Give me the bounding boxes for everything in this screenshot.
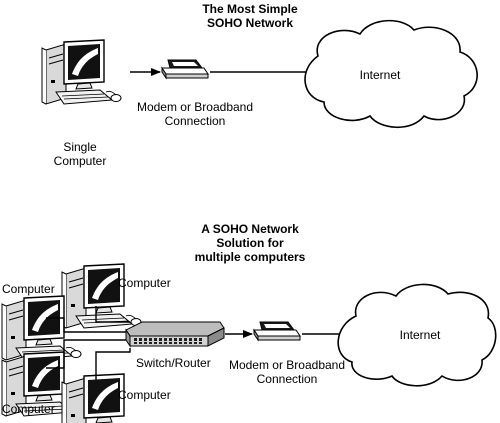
computer-label: Computer: [118, 276, 171, 290]
single-computer-label-line2: Computer: [53, 154, 107, 168]
modem-icon: [161, 59, 209, 79]
modem-label: Modem or Broadband Connection: [130, 100, 260, 128]
network-cables: [46, 306, 131, 380]
top-title-line2: SOHO Network: [206, 16, 293, 30]
internet-cloud-icon: [337, 283, 497, 387]
single-computer-icon: [41, 39, 122, 105]
bottom-title: A SOHO Network Solution for multiple com…: [170, 222, 330, 264]
bottom-title-line2: Solution for: [216, 236, 284, 250]
internet-cloud-icon: [304, 19, 478, 128]
modem-label: Modem or Broadband Connection: [222, 358, 352, 386]
bottom-title-line3: multiple computers: [194, 250, 306, 264]
switch-router-label: Switch/Router: [136, 356, 211, 370]
modem-label-line2: Connection: [256, 372, 318, 386]
computer-label: Computer: [2, 402, 55, 416]
top-title: The Most Simple SOHO Network: [180, 2, 320, 30]
internet-label: Internet: [399, 328, 441, 342]
top-title-line1: The Most Simple: [202, 2, 298, 16]
modem-label-line1: Modem or Broadband: [136, 100, 254, 114]
computer-icon: [61, 263, 142, 329]
single-computer-label-line1: Single: [63, 140, 97, 154]
bottom-title-line1: A SOHO Network: [201, 222, 299, 236]
computer-label: Computer: [2, 282, 55, 296]
switch-router-icon: [125, 321, 225, 347]
single-computer-label: Single Computer: [40, 140, 120, 168]
modem-label-line1: Modem or Broadband: [228, 358, 346, 372]
modem-icon: [253, 321, 301, 341]
internet-label: Internet: [359, 68, 401, 82]
modem-label-line2: Connection: [164, 114, 226, 128]
computer-label: Computer: [118, 388, 171, 402]
